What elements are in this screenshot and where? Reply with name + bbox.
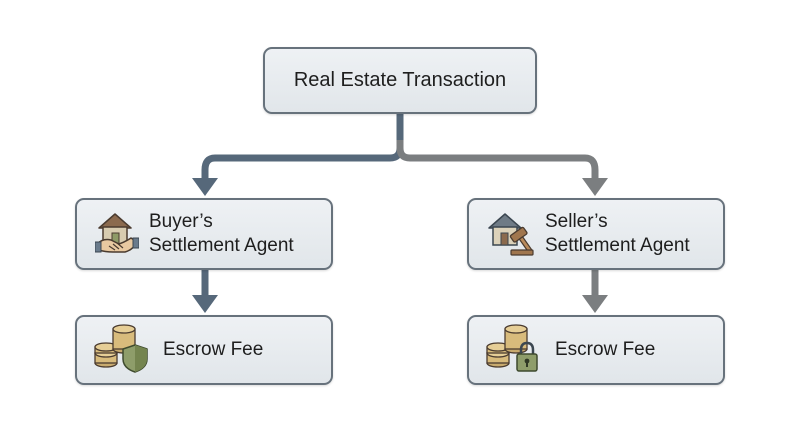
root-label: Real Estate Transaction	[293, 69, 507, 91]
seller-escrow-fee-label: Escrow Fee	[555, 339, 656, 360]
seller-agent-line2: Settlement Agent	[545, 235, 690, 256]
seller-branch-line	[396, 140, 599, 180]
buyer-agent-label: Buyer’s Settlement Agent	[149, 210, 294, 258]
house-gavel-icon	[487, 208, 535, 261]
house-handshake-icon	[94, 208, 140, 261]
coins-shield-icon	[93, 323, 149, 378]
seller-agent-label: Seller’s Settlement Agent	[545, 210, 690, 258]
root-node: Real Estate Transaction	[263, 47, 537, 114]
seller-branch-arrowhead	[582, 178, 608, 196]
seller-agent-node: Seller’s Settlement Agent	[467, 198, 725, 270]
buyer-fee-arrowhead	[192, 295, 218, 313]
buyer-agent-line1: Buyer’s	[149, 211, 213, 232]
coins-lock-icon	[485, 323, 541, 378]
buyer-branch-arrowhead	[192, 178, 218, 196]
seller-escrow-fee-node: Escrow Fee	[467, 315, 725, 385]
buyer-escrow-fee-node: Escrow Fee	[75, 315, 333, 385]
seller-fee-arrowhead	[582, 295, 608, 313]
buyer-agent-line2: Settlement Agent	[149, 235, 294, 256]
buyer-agent-node: Buyer’s Settlement Agent	[75, 198, 333, 270]
buyer-branch-line	[201, 114, 404, 180]
buyer-escrow-fee-label: Escrow Fee	[163, 339, 264, 360]
seller-agent-line1: Seller’s	[545, 211, 608, 232]
